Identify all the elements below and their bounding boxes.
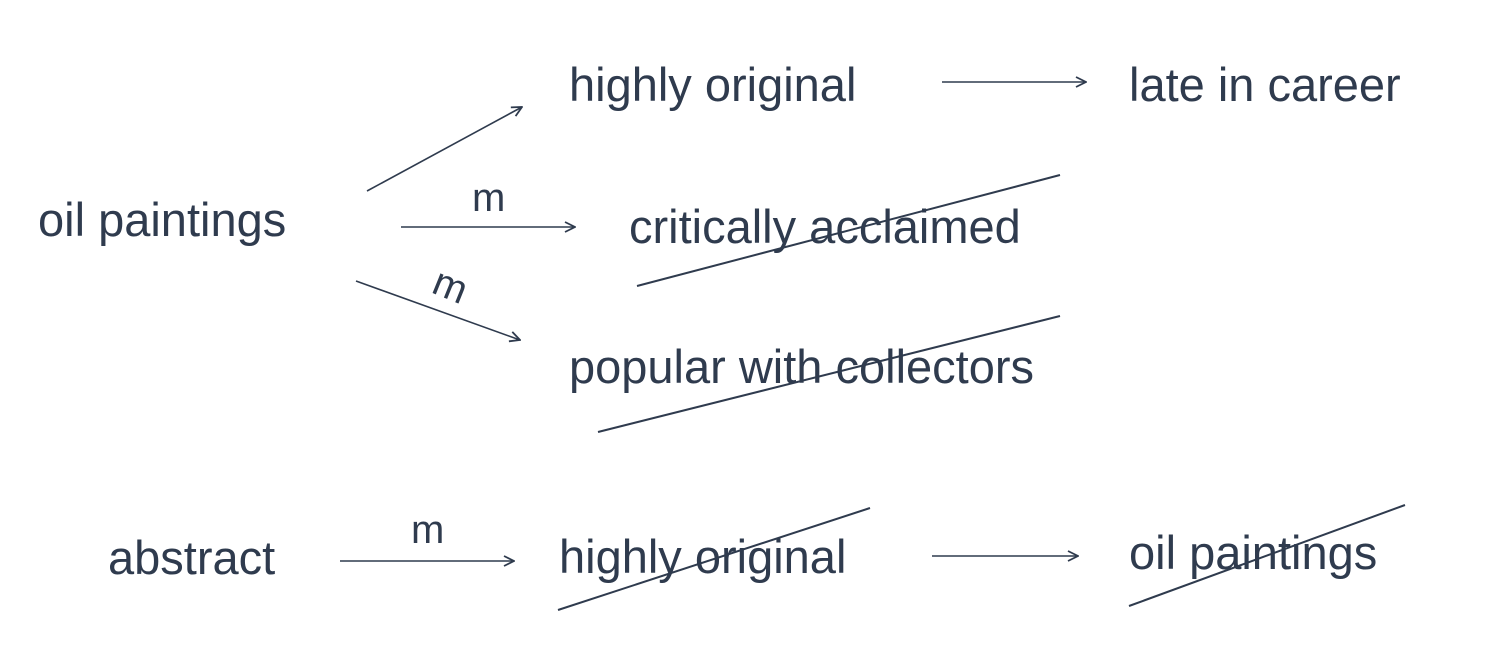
edge-label-m-abstract: m [411,508,444,552]
strike-critically-acclaimed [636,174,1061,287]
node-popular-with-collectors: popular with collectors [569,340,1034,393]
node-highly-original-top: highly original [569,58,856,111]
node-oil-paintings-bottom: oil paintings [1129,526,1377,579]
node-oil-paintings: oil paintings [38,193,286,246]
node-abstract: abstract [108,531,275,584]
strike-popular-with-collectors [597,315,1061,433]
arrow-oil-to-popular [355,280,520,340]
arrow-oil-to-highly-original [366,107,522,192]
node-highly-original-bottom: highly original [559,530,846,583]
edge-label-m-popular: m [427,260,474,313]
strike-oil-paintings-bottom [1128,504,1406,607]
strike-highly-original-bottom [557,507,871,611]
node-late-in-career: late in career [1129,58,1401,111]
node-critically-acclaimed: critically acclaimed [629,200,1021,253]
edge-label-m-critically: m [472,176,505,220]
